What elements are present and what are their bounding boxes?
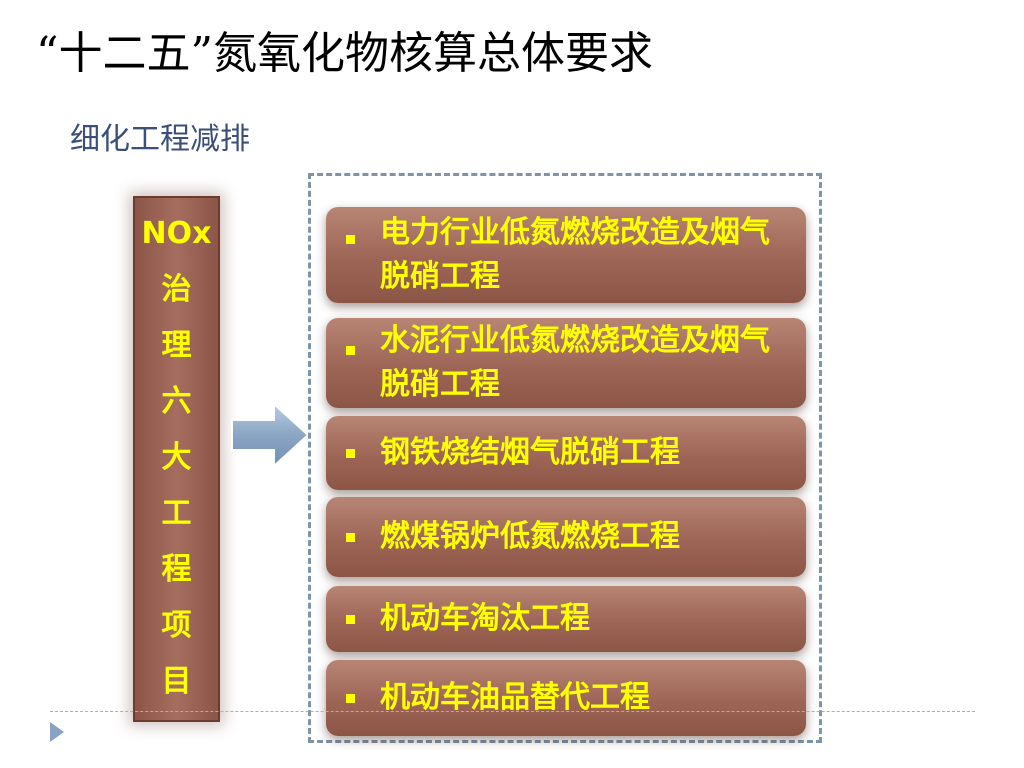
triangle-play-icon	[50, 722, 64, 742]
vertical-label-line: 治	[161, 272, 192, 307]
vertical-label-line: 大	[161, 440, 192, 475]
right-arrow-icon	[231, 402, 310, 468]
subtitle: 细化工程减排	[70, 122, 250, 157]
project-item-label: 机动车淘汰工程	[380, 601, 590, 636]
project-item: 钢铁烧结烟气脱硝工程	[326, 416, 806, 490]
square-bullet-icon	[346, 532, 355, 542]
vertical-label-line: 理	[161, 328, 192, 363]
project-item: 电力行业低氮燃烧改造及烟气脱硝工程	[326, 207, 806, 303]
vertical-label-line: 项	[161, 608, 192, 643]
nox-project-label-box: NOx 治 理 六 大 工 程 项 目	[133, 196, 220, 722]
square-bullet-icon	[346, 448, 355, 458]
square-bullet-icon	[346, 235, 355, 244]
project-item: 燃煤锅炉低氮燃烧工程	[326, 497, 806, 577]
square-bullet-icon	[346, 693, 355, 703]
project-item-label: 机动车油品替代工程	[380, 680, 650, 715]
project-item-label: 电力行业低氮燃烧改造及烟气脱硝工程	[380, 215, 770, 294]
square-bullet-icon	[346, 614, 355, 624]
project-item: 机动车淘汰工程	[326, 586, 806, 652]
project-item: 水泥行业低氮燃烧改造及烟气脱硝工程	[326, 318, 806, 408]
project-item-label: 钢铁烧结烟气脱硝工程	[380, 435, 680, 470]
project-item: 机动车油品替代工程	[326, 660, 806, 736]
vertical-label-line: 六	[161, 384, 192, 419]
vertical-label-line: 工	[161, 496, 192, 531]
slide-title: “十二五”氮氧化物核算总体要求	[36, 28, 653, 79]
vertical-label-line: 目	[161, 664, 192, 699]
footer-divider	[50, 711, 975, 712]
vertical-label-line: 程	[161, 552, 192, 587]
project-item-label: 水泥行业低氮燃烧改造及烟气脱硝工程	[380, 323, 770, 402]
square-bullet-icon	[346, 346, 355, 355]
project-list-frame	[308, 173, 822, 743]
project-item-label: 燃煤锅炉低氮燃烧工程	[380, 519, 680, 554]
vertical-label-line: NOx	[141, 216, 212, 251]
